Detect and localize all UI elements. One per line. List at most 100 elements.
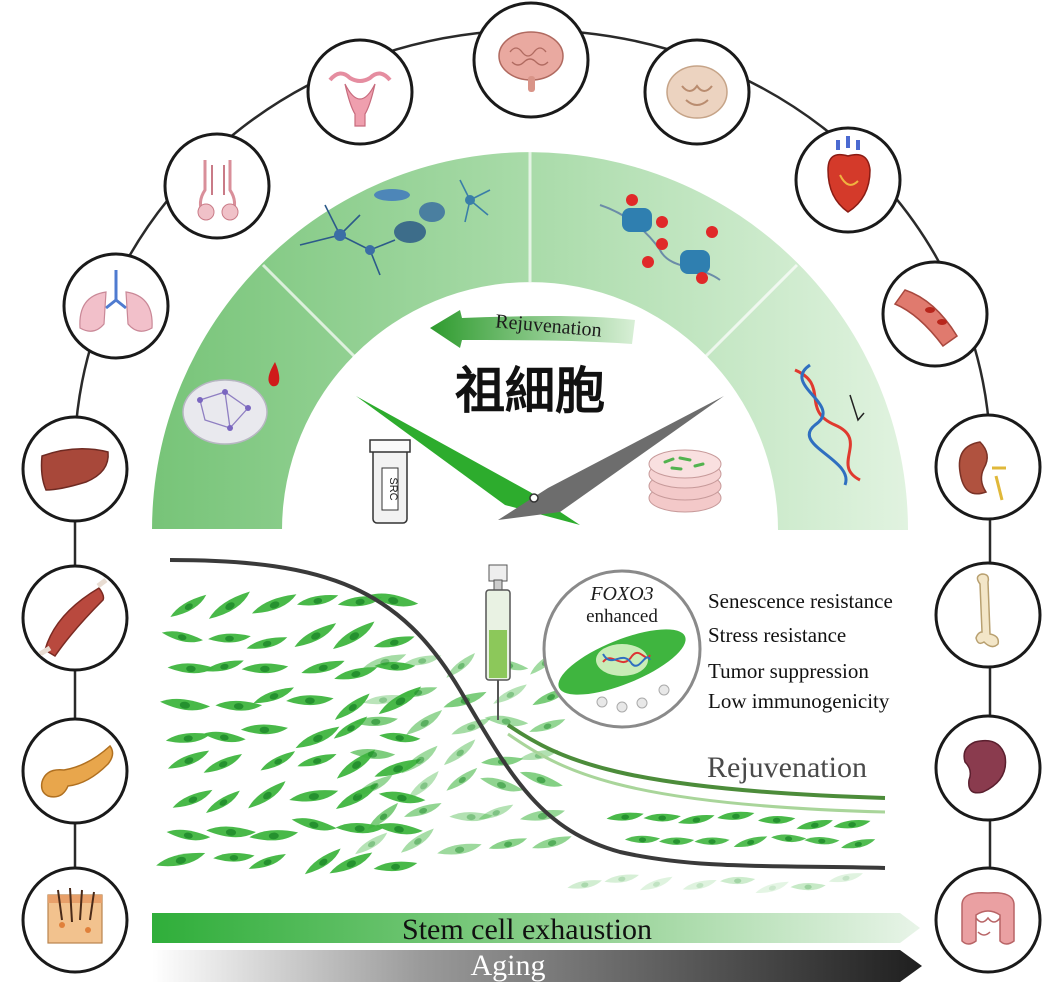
organ-muscle [21,564,129,672]
intestine-icon [961,892,1015,945]
stem-cell [166,829,211,841]
stem-cell [407,771,439,800]
stem-cell [363,654,407,669]
stem-cell [677,814,715,824]
stem-cell [167,663,215,674]
stem-cell [449,812,493,822]
foxo3-enhanced-label: enhanced [586,606,658,627]
stem-cell [378,791,426,804]
organ-blood-vessel [881,260,989,368]
male-reproductive-icon [197,160,239,221]
stem-cell [349,749,396,759]
stem-cell [643,813,681,822]
stem-cell [659,837,695,845]
bone-icon [975,573,1000,648]
stem-cell [401,745,438,774]
stem-cell [400,828,434,853]
spinal-cord-icon [666,65,728,119]
stem-cell [379,732,421,743]
foxo3-callout: FOXO3 enhanced [542,569,702,729]
stem-cell [532,836,572,849]
organ-pancreas [21,717,129,825]
stem-cell [215,700,263,711]
stem-cell [294,623,337,647]
organ-kidney [934,413,1042,521]
skin-icon [47,887,103,944]
stem-cell [519,810,565,821]
stem-cell [355,832,388,855]
stem-cell [160,698,211,711]
stem-cell [604,874,639,883]
stem-cell-exhaustion-label: Stem cell exhaustion [402,913,652,946]
stem-cell [241,663,289,674]
stem-cell [833,820,871,829]
stem-cell [286,695,334,705]
stem-cell [208,633,251,643]
stem-cell [208,591,250,619]
muscle-icon [38,578,108,658]
stem-cell [828,873,863,883]
stem-cell [363,695,403,705]
stem-cell [406,710,443,735]
property-item: Low immunogenicity [708,689,890,713]
spleen-icon [963,739,1007,794]
stem-cell [682,880,717,890]
stem-cell [488,838,528,849]
stem-cell [301,660,345,674]
stem-cell [694,837,730,845]
stem-cell-exhaustion-arrow: Stem cell exhaustion [152,913,920,946]
stem-cell [251,594,297,614]
stem-cell [771,834,807,843]
rejuvenation-curve [506,723,886,800]
stem-cell [203,731,246,743]
stem-cell [297,595,339,606]
liver-icon [40,448,109,491]
stem-cell [156,852,206,867]
stem-cell [720,876,756,885]
stem-cell [374,662,416,671]
stem-cell [297,753,337,767]
property-list: Senescence resistance Stress resistance … [708,589,893,713]
stem-cell [368,593,419,607]
stem-cell [484,715,529,727]
stem-cell [289,790,339,802]
stem-cell [295,726,340,749]
stem-cell [240,724,288,735]
organ-male-reproductive [163,132,271,240]
stem-cell [367,802,398,830]
stem-cell [398,687,438,698]
stem-cell [639,876,673,891]
pancreas-icon [40,744,114,798]
organ-intestine [934,866,1042,974]
neuron-cells-icon [299,179,491,276]
organ-lung [62,252,170,360]
stem-cell [375,823,423,835]
nucleosome-icon [599,194,721,284]
stem-cell [804,836,840,845]
stem-cell [260,751,296,771]
aging-arrow: Aging [152,949,922,982]
stem-cell [334,693,370,720]
stem-cell [373,636,415,648]
stem-cell [249,830,299,841]
organ-brain [472,1,590,119]
stem-cell [206,826,256,838]
stem-cell [172,789,213,808]
syringe-icon [485,564,511,720]
stem-cell [519,771,563,787]
stem-cell [841,839,876,849]
stem-cell [248,853,286,869]
stem-cell [567,880,602,889]
stem-cell [755,881,789,893]
stem-cell [493,684,527,704]
petri-dish-icon [648,449,722,513]
organ-liver [21,415,129,523]
property-item: Tumor suppression [708,659,869,683]
cell-field [156,591,876,893]
kidney-icon [958,441,1006,501]
foxo3-gene-label: FOXO3 [589,583,653,605]
aging-curve [169,558,886,870]
stem-cell [161,631,204,643]
stem-cell [446,767,478,791]
